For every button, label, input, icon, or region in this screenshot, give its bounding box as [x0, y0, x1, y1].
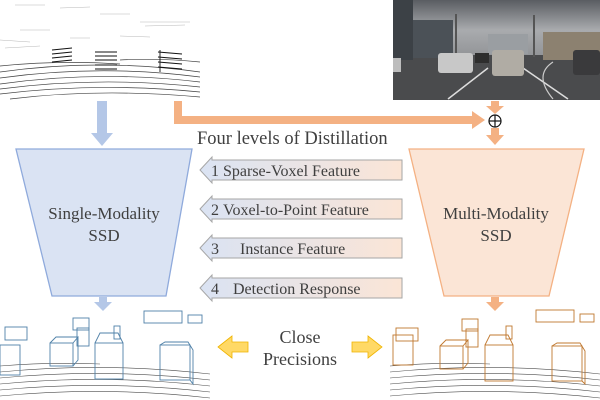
student-label-line1: Single-Modality	[48, 204, 160, 223]
distillation-level-2: 2 Voxel-to-Point Feature	[199, 194, 403, 224]
fusion-operator-icon	[488, 114, 502, 128]
student-network-block: Single-Modality SSD	[15, 148, 193, 297]
camera-input-image	[393, 0, 600, 100]
distillation-level-4: 4 Detection Response	[199, 273, 403, 303]
distillation-level-3: 3 Instance Feature	[199, 233, 403, 263]
level-1-number: 1	[211, 163, 219, 180]
level-4-label: Detection Response	[233, 281, 361, 298]
student-to-output-arrow	[94, 297, 112, 311]
comparison-label-line1: Close	[279, 327, 320, 347]
camera-to-fusion-arrow	[486, 101, 504, 114]
distillation-title: Four levels of Distillation	[197, 129, 388, 149]
level-4-number: 4	[211, 281, 219, 298]
distillation-level-1: 1 Sparse-Voxel Feature	[199, 155, 403, 185]
lidar-input-image	[0, 4, 200, 100]
student-label-line2: SSD	[88, 226, 119, 245]
compare-arrow-right[interactable]	[351, 335, 383, 359]
level-3-number: 3	[211, 241, 219, 258]
comparison-label-line2: Precisions	[263, 349, 337, 369]
lidar-to-student-arrow	[91, 101, 113, 146]
level-3-label: Instance Feature	[240, 241, 345, 258]
teacher-label-line2: SSD	[480, 226, 511, 245]
teacher-label-line1: Multi-Modality	[443, 204, 549, 223]
lidar-to-fusion-arrow	[174, 101, 485, 129]
level-1-label: Sparse-Voxel Feature	[223, 163, 360, 180]
teacher-to-output-arrow	[486, 297, 504, 311]
fusion-to-teacher-arrow	[486, 128, 504, 145]
student-detection-output	[0, 310, 211, 399]
level-2-number: 2	[211, 202, 219, 219]
teacher-network-block: Multi-Modality SSD	[408, 148, 585, 297]
teacher-detection-output	[389, 309, 600, 399]
compare-arrow-left[interactable]	[217, 335, 249, 359]
level-2-label: Voxel-to-Point Feature	[223, 202, 369, 219]
